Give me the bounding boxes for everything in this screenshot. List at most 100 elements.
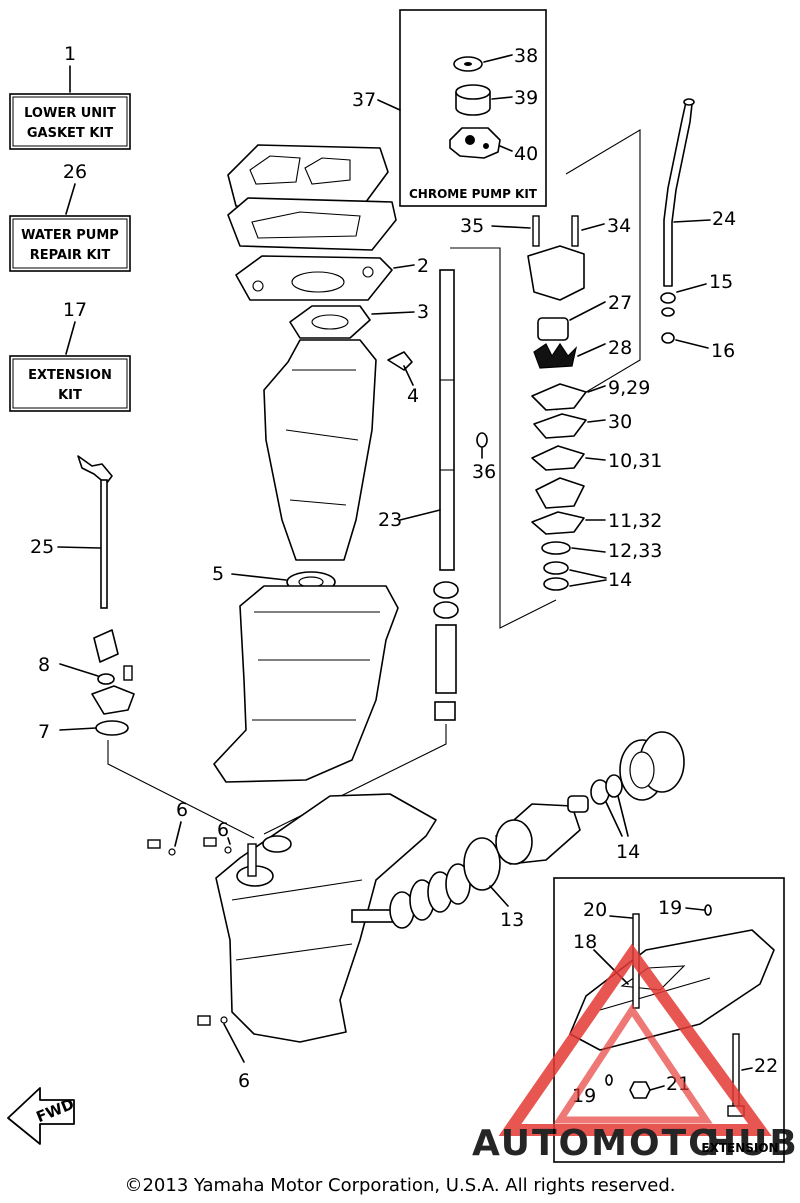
callout-13: 13 xyxy=(500,909,524,931)
part-28-impeller xyxy=(533,342,578,369)
callout-7: 7 xyxy=(38,721,50,743)
chrome-pump-kit-box: CHROME PUMP KIT 37 38 39 40 xyxy=(352,9,547,207)
upper-gasket-stack: 2 3 4 xyxy=(227,144,429,407)
callout-27: 27 xyxy=(608,292,632,314)
water-tube-assembly: 24 15 16 xyxy=(660,98,736,362)
part-21-nut xyxy=(629,1081,651,1099)
part-35-bolt xyxy=(532,215,540,247)
part-13-oring xyxy=(463,837,501,891)
part-7-oring xyxy=(95,720,129,736)
callout-40: 40 xyxy=(514,143,538,165)
part-8-seal xyxy=(97,673,115,685)
kit-box-17 xyxy=(9,355,131,412)
callout-23: 23 xyxy=(378,509,402,531)
kit-extension: 17 EXTENSION KIT xyxy=(9,299,131,412)
callout-25: 25 xyxy=(30,536,54,558)
callout-4: 4 xyxy=(407,385,419,407)
callout-24: 24 xyxy=(712,208,736,230)
watermark-text-b: HUB xyxy=(706,1123,799,1164)
callout-28: 28 xyxy=(608,337,632,359)
callout-3: 3 xyxy=(417,301,429,323)
propeller-shaft-assembly: 13 14 xyxy=(351,731,685,931)
part-12-oring xyxy=(541,541,571,555)
callout-20: 20 xyxy=(583,899,607,921)
part-6-screw-c xyxy=(197,1015,228,1026)
kit-label-26-line2: REPAIR KIT xyxy=(30,248,111,263)
part-11-gasket xyxy=(531,511,585,535)
kit-water-pump-repair: 26 WATER PUMP REPAIR KIT xyxy=(9,161,131,272)
part-16-seal xyxy=(661,332,675,344)
kit-box-26 xyxy=(9,215,131,272)
part-24-water-tube xyxy=(663,101,693,287)
part-30-plate xyxy=(533,413,587,439)
callout-9-29: 9,29 xyxy=(608,377,650,399)
part-25-shift-rod xyxy=(100,479,108,609)
part-2-gasket xyxy=(235,255,393,301)
pump-housing xyxy=(527,245,585,301)
part-9-plate xyxy=(531,383,587,411)
part-6-screw-b xyxy=(203,837,232,854)
callout-14a: 14 xyxy=(608,569,632,591)
part-14-bearing-a xyxy=(543,561,569,575)
fwd-arrow-icon xyxy=(7,1087,75,1145)
kit-lower-unit-gasket: 1 LOWER UNIT GASKET KIT xyxy=(9,43,131,150)
kit-box-1 xyxy=(9,93,131,150)
part-3-gasket xyxy=(289,305,371,339)
callout-30: 30 xyxy=(608,411,632,433)
part-36-key xyxy=(476,432,488,448)
callout-18: 18 xyxy=(573,931,597,953)
callout-11-32: 11,32 xyxy=(608,510,662,532)
part-10-gasket xyxy=(531,445,585,471)
kit-label-17-line2: KIT xyxy=(58,388,82,403)
callout-14b: 14 xyxy=(616,841,640,863)
drive-shaft-assembly: 23 36 xyxy=(378,247,557,721)
callout-10-31: 10,31 xyxy=(608,450,662,472)
callout-6c: 6 xyxy=(238,1070,250,1092)
part-14-bearing-b xyxy=(543,577,569,591)
callout-36: 36 xyxy=(472,461,496,483)
gearcase-housing xyxy=(215,793,437,1043)
kit-label-1-line1: LOWER UNIT xyxy=(24,106,116,121)
part-27-insert xyxy=(537,317,569,341)
water-pump-stack: 35 34 27 28 9,29 30 10,31 11,32 12,33 14 xyxy=(460,129,662,591)
callout-38: 38 xyxy=(514,45,538,67)
watermark-text-a: AUTOMOTO xyxy=(472,1123,721,1164)
part-19-dowel-b xyxy=(605,1074,613,1086)
kit-ref-1: 1 xyxy=(64,43,76,65)
callout-8: 8 xyxy=(38,654,50,676)
callout-6b: 6 xyxy=(217,819,229,841)
part-15-grommet xyxy=(660,292,676,304)
chrome-pump-kit-label: CHROME PUMP KIT xyxy=(409,187,538,201)
part-34-bolt xyxy=(571,215,579,247)
callout-35: 35 xyxy=(460,215,484,237)
kit-ref-17: 17 xyxy=(63,299,87,321)
callout-12-33: 12,33 xyxy=(608,540,662,562)
callout-6a: 6 xyxy=(176,799,188,821)
callout-5: 5 xyxy=(212,563,224,585)
callout-34: 34 xyxy=(607,215,631,237)
copyright-footer: ©2013 Yamaha Motor Corporation, U.S.A. A… xyxy=(124,1175,675,1196)
kit-label-1-line2: GASKET KIT xyxy=(27,126,113,141)
upper-casing: 5 xyxy=(212,339,399,783)
callout-37: 37 xyxy=(352,89,376,111)
kit-label-26-line1: WATER PUMP xyxy=(21,228,119,243)
part-6-screw-a xyxy=(147,839,176,856)
callout-2: 2 xyxy=(417,255,429,277)
kit-ref-26: 26 xyxy=(63,161,87,183)
watermark-logo: AUTOMOTO HUB xyxy=(472,943,799,1164)
extension-spacer xyxy=(569,929,775,1051)
kit-leader-26 xyxy=(65,183,76,215)
callout-22: 22 xyxy=(754,1055,778,1077)
part-19-dowel-a xyxy=(704,904,712,916)
callout-16: 16 xyxy=(711,340,735,362)
kit-label-17-line1: EXTENSION xyxy=(28,368,112,383)
fwd-arrow: FWD xyxy=(7,1087,77,1145)
callout-19a: 19 xyxy=(658,897,682,919)
extension-box-label: EXTENSION xyxy=(701,1141,778,1155)
part-23-drive-shaft xyxy=(439,269,455,571)
callout-39: 39 xyxy=(514,87,538,109)
gearcase: 6 6 6 xyxy=(147,793,437,1092)
part-40-pump-housing xyxy=(449,127,501,159)
callout-15: 15 xyxy=(709,271,733,293)
